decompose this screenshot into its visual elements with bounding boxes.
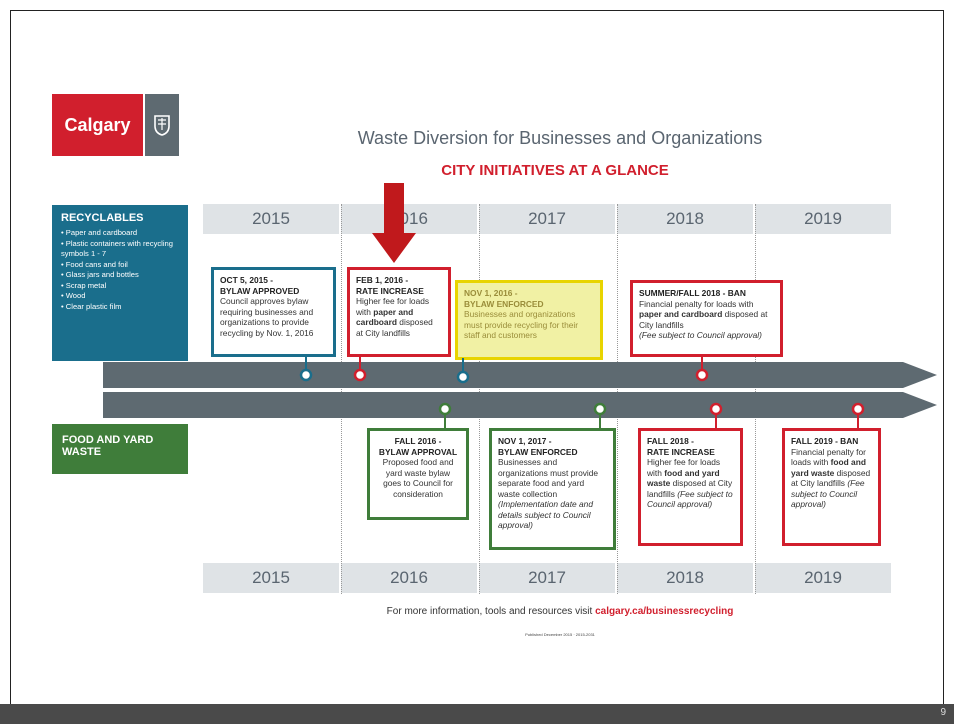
event-card: SUMMER/FALL 2018 - BAN Financial penalty… (630, 280, 783, 357)
event-date: SUMMER/FALL 2018 - BAN (639, 288, 746, 298)
recyclables-panel: RECYCLABLES Paper and cardboard Plastic … (52, 205, 188, 361)
event-heading: BYLAW APPROVED (220, 285, 300, 296)
food-yard-heading: FOOD AND YARD WASTE (62, 434, 154, 458)
timeline-pin-icon (438, 402, 452, 428)
slide-number: 9 (940, 707, 946, 718)
event-date: FALL 2018 - (647, 436, 694, 446)
event-date: NOV 1, 2016 - (464, 288, 518, 298)
event-date: NOV 1, 2017 - (498, 436, 552, 446)
list-item: Glass jars and bottles (61, 270, 179, 281)
crest-icon (145, 94, 179, 156)
timeline-pin-icon (456, 358, 470, 384)
event-card: FALL 2016 - BYLAW APPROVAL Proposed food… (367, 428, 469, 520)
bottom-bar: 9 (0, 704, 954, 724)
year-label: 2019 (755, 204, 891, 234)
timeline-pin-icon (593, 402, 607, 428)
year-label: 2018 (617, 563, 753, 593)
event-heading: BYLAW ENFORCED (464, 298, 544, 309)
timeline-pin-icon (353, 356, 367, 382)
recyclables-list: Paper and cardboard Plastic containers w… (61, 228, 179, 312)
event-card: FEB 1, 2016 - RATE INCREASE Higher fee f… (347, 267, 451, 357)
subtitle: CITY INITIATIVES AT A GLANCE (441, 162, 669, 179)
year-label: 2015 (203, 563, 339, 593)
year-label: 2016 (341, 563, 477, 593)
event-note: (Fee subject to Council approval) (639, 330, 762, 340)
event-date: FALL 2016 - (394, 436, 442, 446)
recyclables-timeline-arrow (103, 362, 937, 388)
footer-info: For more information, tools and resource… (386, 606, 734, 617)
event-body: Council approves bylaw requiring busines… (220, 296, 314, 338)
event-card: NOV 1, 2017 - BYLAW ENFORCED Businesses … (489, 428, 616, 550)
event-body: Higher fee for loads with paper and card… (356, 296, 433, 338)
published-note: Published December 2015 · 2015-2031 (525, 632, 595, 637)
event-card-highlighted: NOV 1, 2016 - BYLAW ENFORCED Businesses … (455, 280, 603, 360)
timeline-pin-icon (709, 402, 723, 428)
event-body: Proposed food and yard waste bylaw goes … (382, 457, 454, 499)
year-label: 2018 (617, 204, 753, 234)
list-item: Plastic containers with recycling symbol… (61, 239, 179, 260)
event-body: Higher fee for loads with food and yard … (647, 457, 733, 509)
logo-wordmark: Calgary (64, 114, 131, 135)
list-item: Scrap metal (61, 281, 179, 292)
event-date: FEB 1, 2016 - (356, 275, 409, 285)
year-band-bottom: 2015 2016 2017 2018 2019 (203, 563, 892, 593)
event-heading: RATE INCREASE (647, 446, 715, 457)
year-label: 2017 (479, 204, 615, 234)
event-card: FALL 2018 - RATE INCREASE Higher fee for… (638, 428, 743, 546)
food-yard-panel: FOOD AND YARD WASTE (52, 424, 188, 474)
event-heading: BYLAW ENFORCED (498, 446, 578, 457)
event-date: FALL 2019 - BAN (791, 436, 859, 446)
year-label: 2019 (755, 563, 891, 593)
event-body: Businesses and organizations must provid… (498, 457, 599, 499)
calgary-logo: Calgary (52, 94, 143, 156)
list-item: Wood (61, 291, 179, 302)
event-body: Financial penalty for loads with food an… (791, 446, 871, 510)
year-label: 2017 (479, 563, 615, 593)
year-band-top: 2015 2016 2017 2018 2019 (203, 204, 892, 234)
list-item: Paper and cardboard (61, 228, 179, 239)
timeline-pin-icon (695, 356, 709, 382)
recycling-link[interactable]: calgary.ca/businessrecycling (595, 606, 734, 617)
food-timeline-arrow (103, 392, 937, 418)
event-card: OCT 5, 2015 - BYLAW APPROVED Council app… (211, 267, 336, 357)
recyclables-heading: RECYCLABLES (61, 212, 144, 224)
event-card: FALL 2019 - BAN Financial penalty for lo… (782, 428, 881, 546)
list-item: Clear plastic film (61, 302, 179, 313)
event-body: Businesses and organizations must provid… (464, 309, 579, 340)
timeline-pin-icon (299, 356, 313, 382)
main-title: Waste Diversion for Businesses and Organ… (357, 128, 763, 148)
red-down-arrow-icon (372, 183, 416, 263)
event-heading: RATE INCREASE (356, 285, 424, 296)
list-item: Food cans and foil (61, 260, 179, 271)
event-body: Financial penalty for loads with paper a… (639, 298, 768, 330)
event-date: OCT 5, 2015 - (220, 275, 274, 285)
event-heading: BYLAW APPROVAL (378, 446, 458, 457)
event-note: (Implementation date and details subject… (498, 499, 593, 530)
timeline-pin-icon (851, 402, 865, 428)
year-label: 2015 (203, 204, 339, 234)
